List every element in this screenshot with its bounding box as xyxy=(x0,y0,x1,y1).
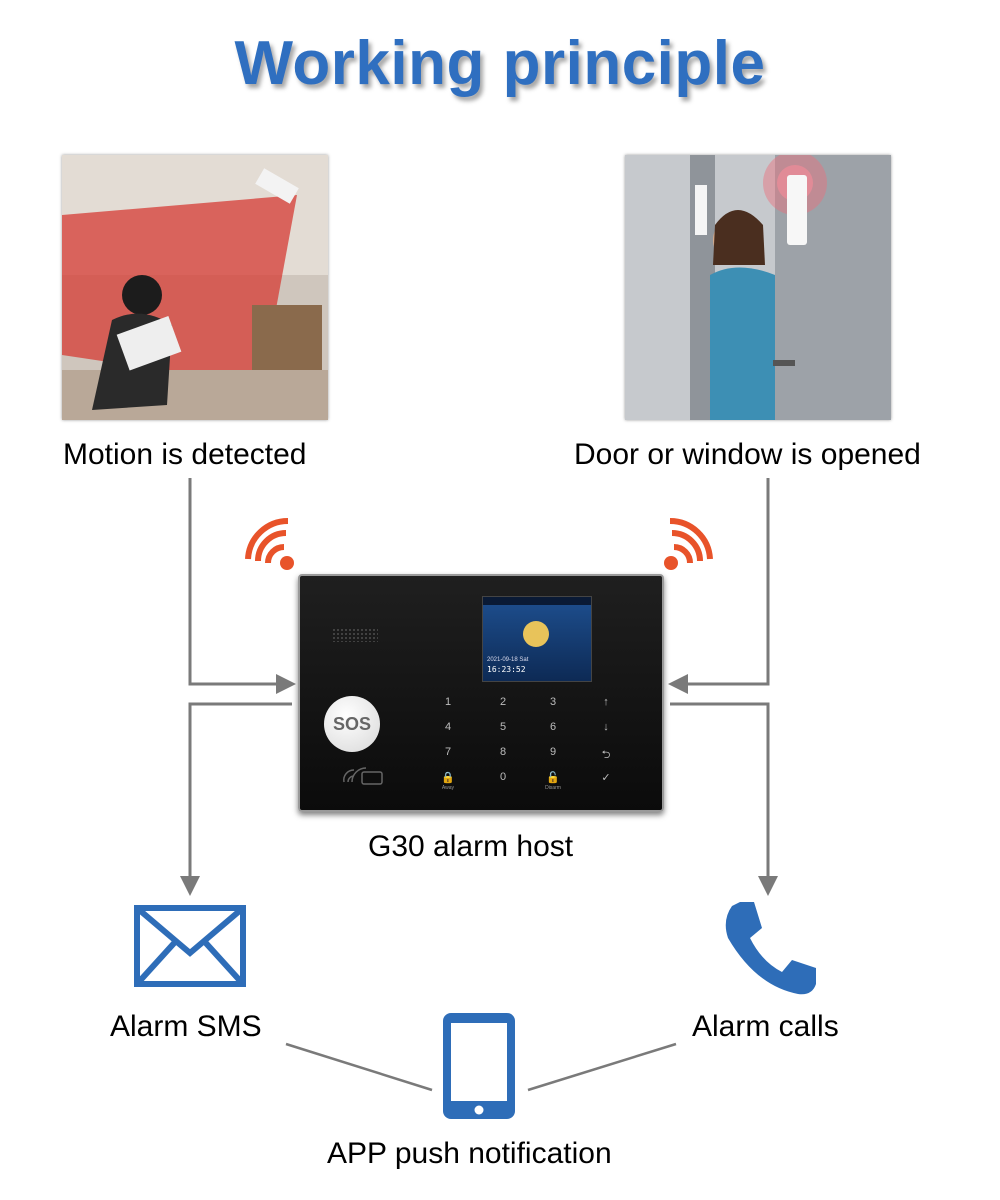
keypad: 1 2 3 ↑ 4 5 6 ↓ 7 8 9 ⮌ 🔒Away 0 🔓Disarm ✓ xyxy=(428,696,638,796)
screen-status-bar xyxy=(483,597,591,605)
door-to-host-line xyxy=(686,478,770,686)
motion-label: Motion is detected xyxy=(63,438,307,471)
keypad-key[interactable]: 2 xyxy=(499,696,507,708)
keypad-key-sublabel: Disarm xyxy=(545,785,561,791)
keypad-key[interactable]: 🔓 xyxy=(546,772,560,784)
wifi-signal-icon xyxy=(664,517,713,570)
keypad-key[interactable]: 3 xyxy=(549,696,557,708)
sms-label: Alarm SMS xyxy=(110,1010,262,1043)
host-to-sms-line xyxy=(188,702,292,880)
arrow-into-host-right xyxy=(668,674,688,694)
keypad-key[interactable]: ✓ xyxy=(601,772,611,784)
smartphone-icon xyxy=(443,1013,515,1119)
keypad-key-sublabel: Away xyxy=(441,785,455,791)
motion-photo xyxy=(62,155,328,420)
calls-to-app-line xyxy=(527,1042,677,1092)
sms-to-app-line xyxy=(285,1042,433,1092)
keypad-key[interactable]: ↓ xyxy=(603,721,609,733)
arrow-into-host-left xyxy=(276,674,296,694)
keypad-key[interactable]: 1 xyxy=(444,696,452,708)
keypad-key[interactable]: 0 xyxy=(499,771,507,783)
keypad-key[interactable]: 6 xyxy=(549,721,557,733)
arrow-to-calls xyxy=(758,876,778,896)
host-to-calls-line xyxy=(670,702,770,880)
alarm-host-device: 2021-09-18 Sat 16:23:52 SOS 1 2 3 ↑ 4 5 6 ↓ 7 8 9 ⮌… xyxy=(298,574,664,812)
sos-button[interactable]: SOS xyxy=(324,696,380,752)
screen-lock-circle xyxy=(523,621,549,647)
screen-date: 2021-09-18 Sat xyxy=(487,657,529,663)
keypad-key[interactable]: ⮌ xyxy=(601,749,611,761)
calls-label: Alarm calls xyxy=(692,1010,839,1043)
motion-to-host-line xyxy=(188,478,278,686)
door-label: Door or window is opened xyxy=(574,438,921,471)
keypad-key[interactable]: 🔒 xyxy=(441,772,455,784)
keypad-key[interactable]: 5 xyxy=(499,721,507,733)
arrow-to-sms xyxy=(180,876,200,896)
keypad-key[interactable]: 9 xyxy=(549,746,557,758)
phone-icon xyxy=(725,902,816,995)
door-photo xyxy=(625,155,891,420)
keypad-key[interactable]: 4 xyxy=(444,721,452,733)
keypad-key[interactable]: 7 xyxy=(444,746,452,758)
rfid-icon xyxy=(343,767,383,785)
screen-time: 16:23:52 xyxy=(487,665,526,674)
speaker-grille xyxy=(332,628,378,642)
app-label: APP push notification xyxy=(327,1137,612,1170)
page-title: Working principle xyxy=(234,29,766,98)
host-label: G30 alarm host xyxy=(368,830,574,863)
envelope-icon xyxy=(134,905,246,987)
device-screen: 2021-09-18 Sat 16:23:52 xyxy=(482,596,592,682)
keypad-key[interactable]: 8 xyxy=(499,746,507,758)
keypad-key[interactable]: ↑ xyxy=(603,696,609,708)
wifi-signal-icon xyxy=(245,517,294,570)
